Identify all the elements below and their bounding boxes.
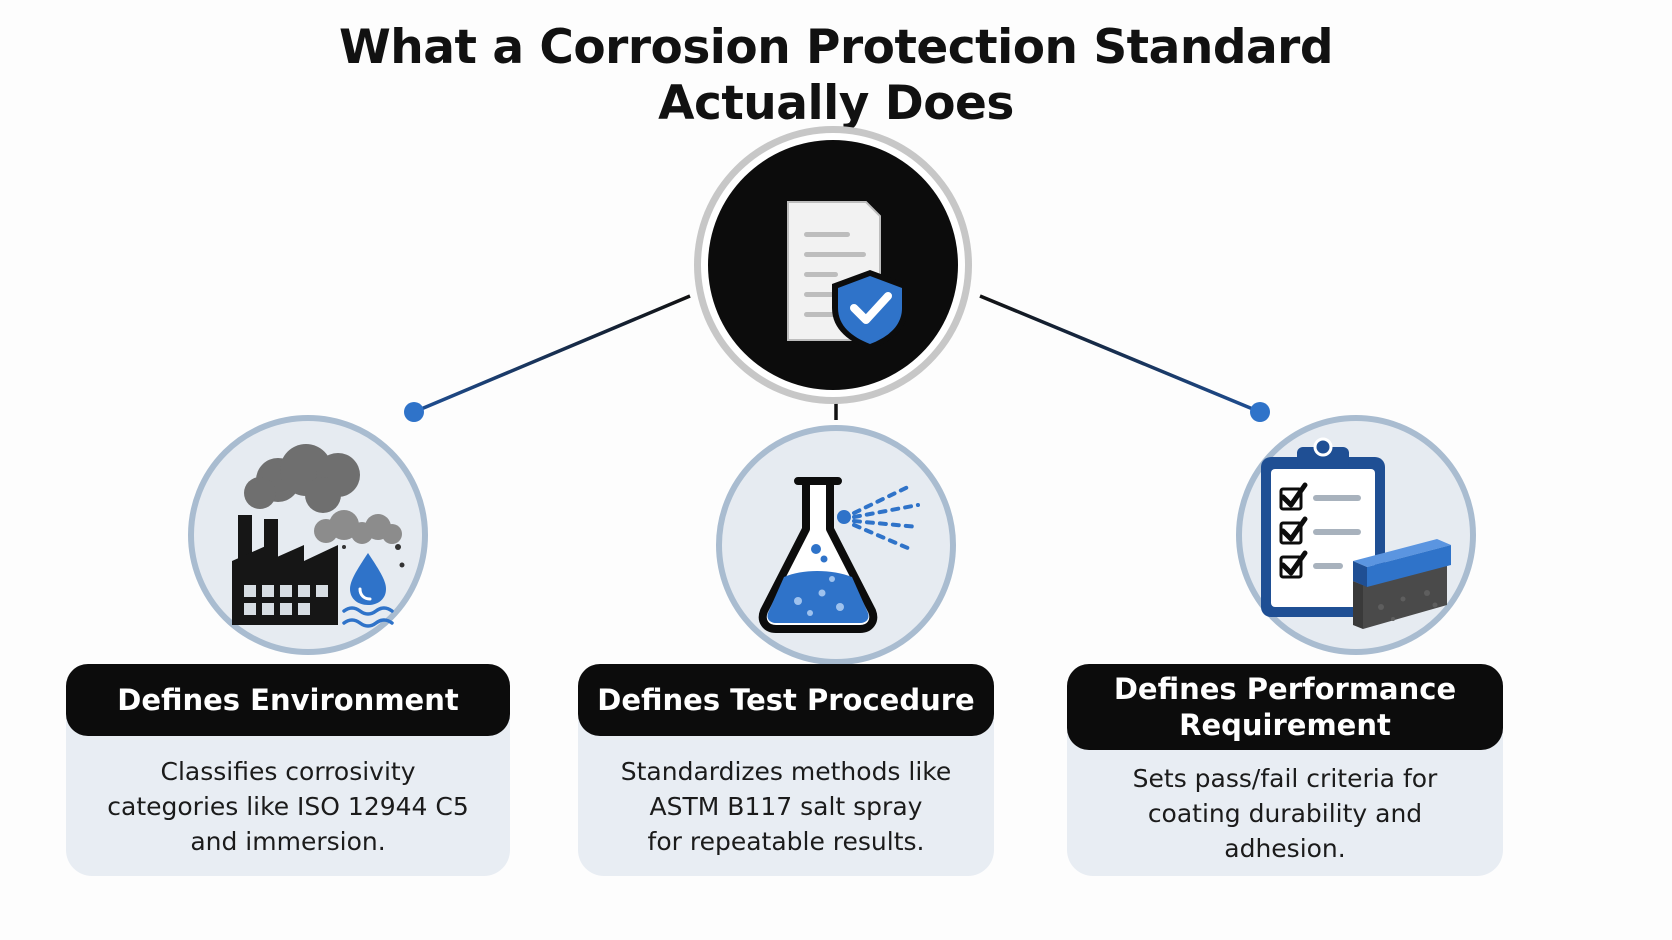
- hub-circle: [708, 140, 958, 390]
- connector-right: [979, 294, 1261, 414]
- title-line-1: What a Corrosion Protection Standard: [338, 20, 1334, 75]
- card-description: Classifies corrosivity categories like I…: [86, 736, 490, 876]
- card-test-procedure: Defines Test Procedure Standardizes meth…: [578, 664, 994, 876]
- card-environment: Defines Environment Classifies corrosivi…: [66, 664, 510, 876]
- page-title: What a Corrosion Protection Standard Act…: [0, 20, 1672, 132]
- connector-right-dot: [1250, 402, 1270, 422]
- connector-left-dot: [404, 402, 424, 422]
- card-heading: Defines Test Procedure: [578, 664, 994, 736]
- card-description-line: Sets pass/fail criteria for: [1132, 763, 1438, 793]
- card-description-line: and immersion.: [190, 826, 386, 856]
- card-description-line: ASTM B117 salt spray: [649, 791, 923, 821]
- card-description-line: categories like ISO 12944 C5: [107, 791, 469, 821]
- document-shield-check-icon: [787, 201, 908, 350]
- environment-icon-circle: [188, 415, 428, 655]
- flask-spray-icon: [758, 477, 920, 633]
- card-description-line: for repeatable results.: [647, 826, 925, 856]
- card-description-line: Classifies corrosivity: [160, 756, 416, 786]
- card-description-line: Standardizes methods like: [620, 756, 952, 786]
- clipboard-coating-sample-icon: [1261, 437, 1451, 629]
- card-description-line: coating durability and adhesion.: [1147, 798, 1423, 863]
- connector-left: [413, 294, 691, 414]
- performance-icon-circle: [1236, 415, 1476, 655]
- card-heading-line: Requirement: [1179, 708, 1391, 742]
- card-heading: Defines Performance Requirement: [1067, 664, 1503, 750]
- test-procedure-icon-circle: [716, 425, 956, 665]
- card-heading-line: Defines Performance: [1113, 672, 1457, 706]
- card-description: Standardizes methods like ASTM B117 salt…: [598, 736, 974, 876]
- card-description: Sets pass/fail criteria for coating dura…: [1087, 750, 1483, 876]
- title-line-2: Actually Does: [658, 76, 1014, 131]
- card-performance-requirement: Defines Performance Requirement Sets pas…: [1067, 664, 1503, 876]
- card-heading: Defines Environment: [66, 664, 510, 736]
- factory-pollution-water-icon: [232, 444, 405, 628]
